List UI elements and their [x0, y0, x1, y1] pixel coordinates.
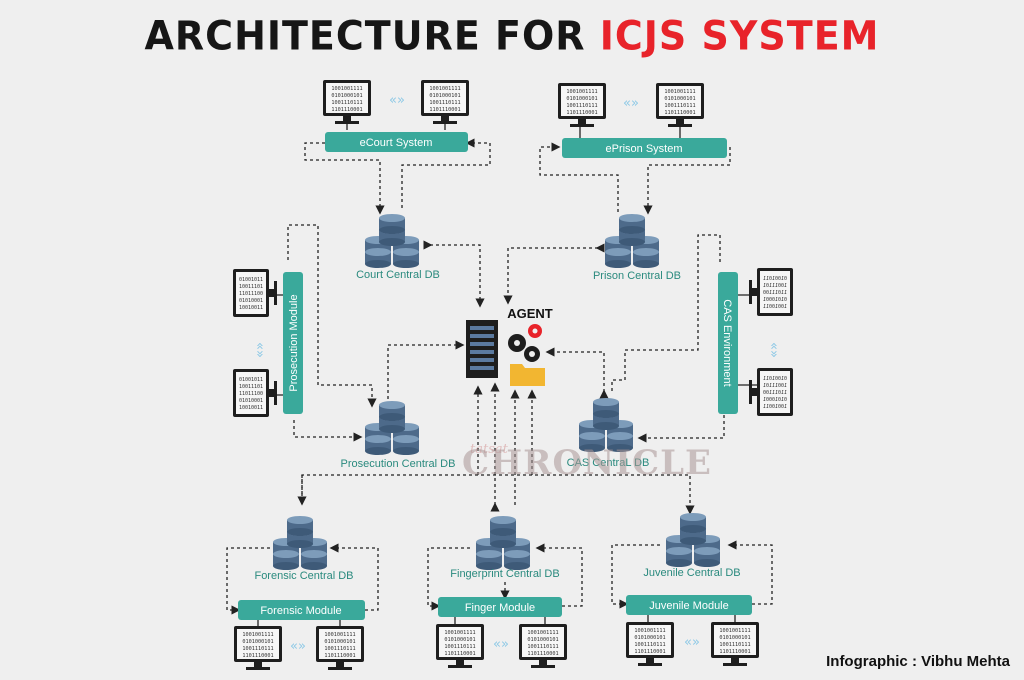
svg-text:«»: «»: [684, 635, 700, 650]
finger-module-label: Finger Module: [465, 602, 535, 614]
ecourt-system-bar: [325, 132, 468, 152]
folder-icon: [510, 364, 545, 386]
juvenile-module-bar: [626, 595, 752, 615]
monitor-icon: [421, 80, 469, 124]
monitor-icon: [233, 269, 277, 317]
juvenile-module-label: Juvenile Module: [649, 600, 729, 612]
finger-module-bar: [438, 597, 562, 617]
title-main: ARCHITECTURE FOR: [144, 12, 600, 60]
forensic-module-label: Forensic Module: [260, 605, 341, 617]
svg-text:«»: «»: [290, 639, 306, 654]
databases: Court Central DB Prison Central DB Prose…: [254, 214, 741, 582]
svg-text:«»: «»: [252, 342, 267, 358]
court-db-label: Court Central DB: [356, 269, 440, 281]
title-accent: ICJS SYSTEM: [599, 12, 880, 60]
monitor-icon: [519, 624, 567, 668]
monitor-icon: [711, 622, 759, 666]
svg-text:«»: «»: [766, 342, 781, 358]
fingerprint-db-icon: [476, 516, 530, 570]
eprison-system-bar: [562, 138, 727, 158]
monitor-icon: [749, 368, 793, 416]
cas-db-label: CAS CentraL DB: [567, 457, 650, 469]
diagram-title: ARCHITECTURE FOR ICJS SYSTEM: [0, 13, 1024, 59]
court-db-icon: [365, 214, 419, 268]
prosecution-db-icon: [365, 401, 419, 455]
svg-text:«»: «»: [623, 96, 639, 111]
juvenile-db-label: Juvenile Central DB: [643, 567, 740, 579]
cas-environment-label: CAS Environment: [721, 299, 733, 386]
forensic-db-label: Forensic Central DB: [254, 570, 353, 582]
svg-text:«»: «»: [389, 93, 405, 108]
agent-label: AGENT: [507, 306, 553, 321]
ecourt-system-label: eCourt System: [360, 137, 433, 149]
forensic-db-icon: [273, 516, 327, 570]
monitor-icon: [436, 624, 484, 668]
monitor-icon: [323, 80, 371, 124]
prosecution-module-label: Prosecution Module: [288, 294, 300, 391]
watermark-small: tatsat: [470, 442, 508, 457]
juvenile-db-icon: [666, 513, 720, 567]
monitor-icon: [233, 369, 277, 417]
monitor-icon: [749, 268, 793, 316]
agent-node: AGENT: [466, 306, 553, 386]
cas-environment-bar: [718, 272, 738, 414]
prison-db-icon: [605, 214, 659, 268]
watermark: CHRONICLE: [462, 443, 712, 483]
fingerprint-db-label: Fingerprint Central DB: [450, 568, 559, 580]
monitor-icon: [316, 626, 364, 670]
sync-arrows: «» «» «» «» «» «» «»: [252, 93, 781, 654]
prosecution-db-label: Prosecution Central DB: [341, 458, 456, 470]
monitor-icon: [656, 83, 704, 127]
monitor-icon: [626, 622, 674, 666]
infographic-credit: Infographic : Vibhu Mehta: [826, 653, 1010, 670]
eprison-system-label: ePrison System: [605, 143, 682, 155]
module-bars: eCourt System ePrison System Prosecution…: [238, 132, 752, 620]
prison-db-label: Prison Central DB: [593, 270, 681, 282]
connector-lines: [226, 138, 773, 615]
monitor-icon: [234, 626, 282, 670]
monitor-icon: [558, 83, 606, 127]
prosecution-module-bar: [283, 272, 303, 414]
forensic-module-bar: [238, 600, 365, 620]
svg-text:«»: «»: [493, 637, 509, 652]
